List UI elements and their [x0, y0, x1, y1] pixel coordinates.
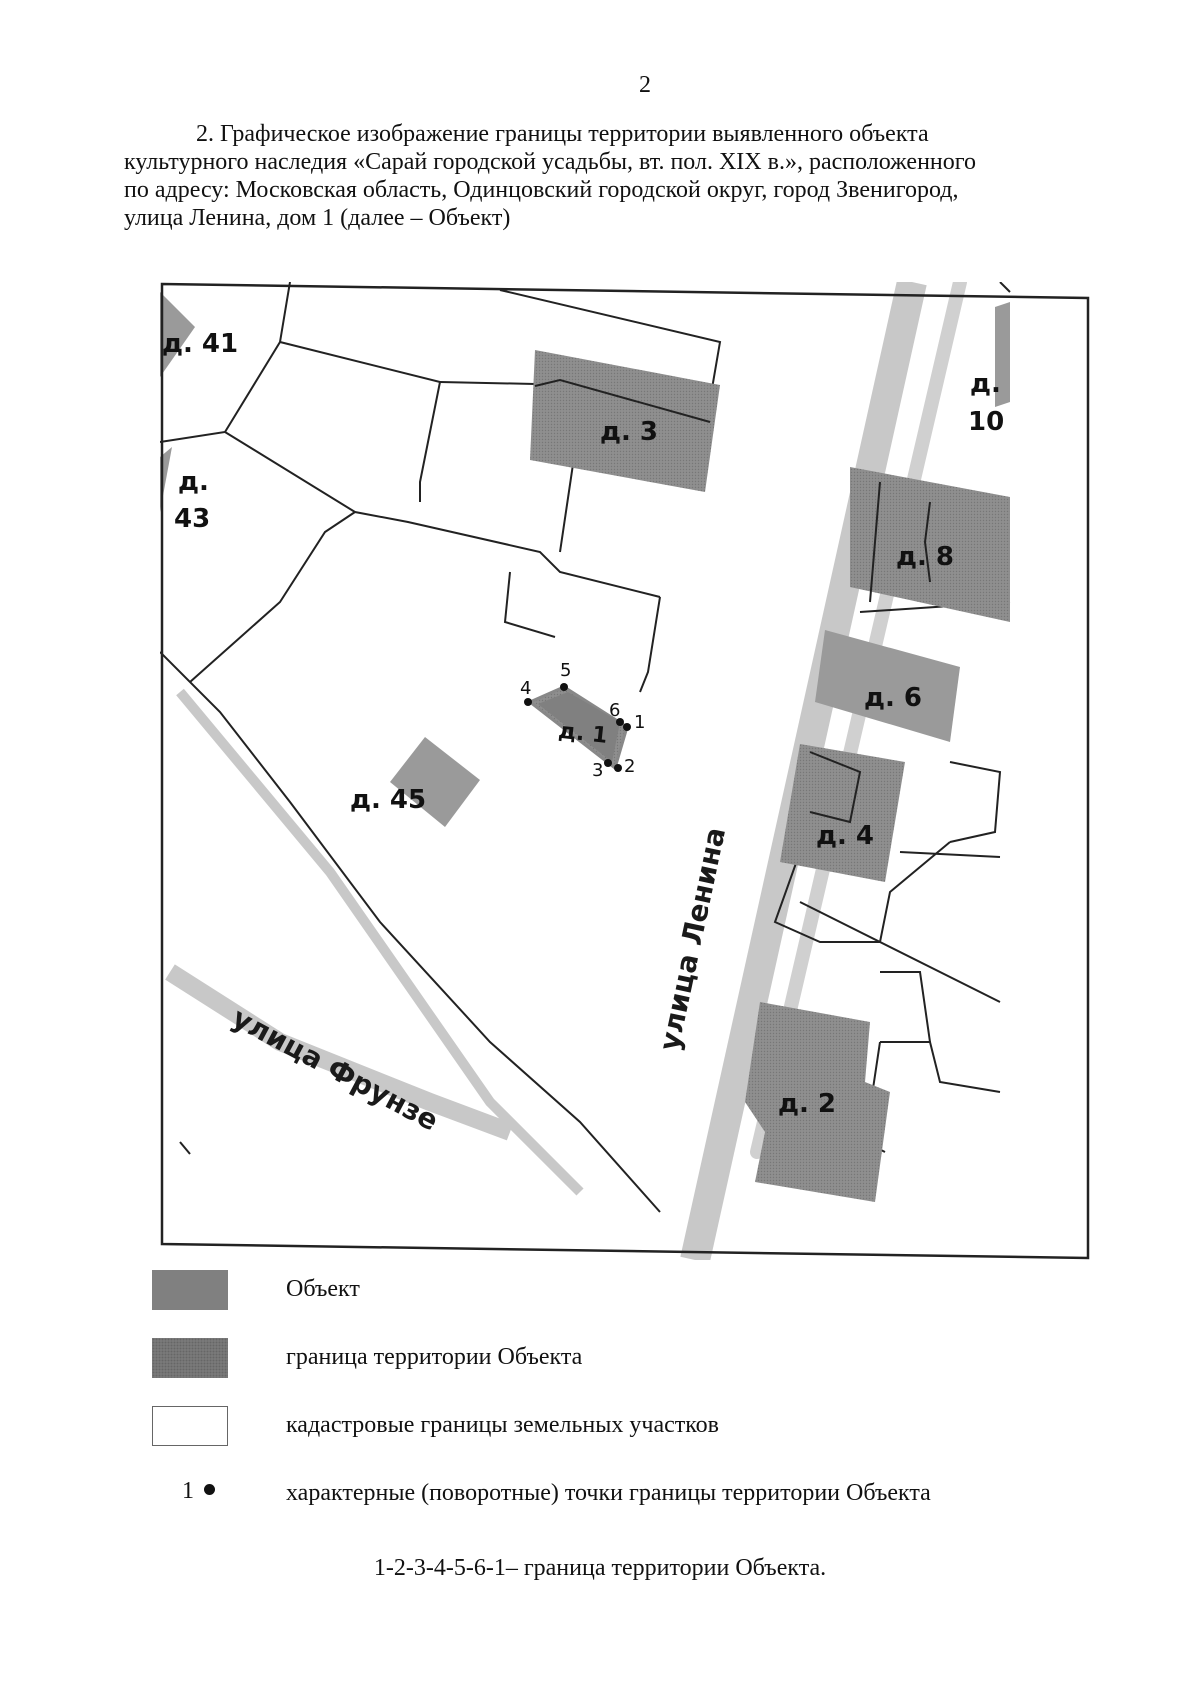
label-d41: д. 41: [162, 329, 238, 359]
cadastral-map: 1 2 3 4 5 6 д. 41 д. 43 д. 3 д. 10 д. 8 …: [160, 282, 1090, 1260]
parcel-line: [279, 341, 442, 502]
label-d45: д. 45: [350, 785, 426, 815]
parcel-line: [224, 431, 661, 598]
parcel-line: [503, 571, 556, 638]
parcel-line: [949, 761, 1002, 843]
label-d8: д. 8: [896, 542, 954, 572]
point-label-1: 1: [634, 712, 645, 733]
legend-label: граница территории Объекта: [286, 1344, 583, 1370]
boundary-point-4: [524, 698, 532, 706]
building-d41: [160, 292, 195, 377]
intro-line: улица Ленина, дом 1 (далее – Объект): [124, 205, 511, 231]
dot-icon: [204, 1484, 215, 1495]
legend-point-number: 1: [182, 1478, 194, 1504]
street-frunze-band: [165, 964, 514, 1141]
point-label-6: 6: [609, 700, 620, 721]
parcel-line: [160, 282, 291, 443]
street-frunze-upper-band: [176, 688, 584, 1196]
legend-item-points: 1 характерные (поворотные) точки границы…: [152, 1474, 1102, 1514]
building-d45: [390, 737, 480, 827]
legend-swatch-object: [152, 1270, 228, 1310]
parcel-line: [189, 511, 356, 683]
parcel-line: [639, 596, 661, 693]
legend-point-symbol: 1: [182, 1478, 215, 1505]
parcel-line: [534, 378, 711, 423]
boundary-points: [524, 683, 631, 772]
point-label-3: 3: [592, 760, 603, 781]
legend-label: кадастровые границы земельных участков: [286, 1412, 720, 1438]
label-d2: д. 2: [778, 1089, 836, 1119]
legend-label: Объект: [286, 1276, 360, 1302]
map-frame: [160, 282, 1090, 1260]
legend-swatch-territory: [152, 1338, 228, 1378]
parcel-line: [809, 751, 862, 824]
parcel-line: [179, 1141, 191, 1155]
object-building: [538, 692, 620, 762]
boundary-sequence: 1-2-3-4-5-6-1– граница территории Объект…: [373, 1555, 827, 1581]
parcel-line: [160, 651, 661, 1213]
label-d1: д. 1: [557, 719, 608, 749]
boundary-point-5: [560, 683, 568, 691]
page-number: 2: [639, 72, 651, 98]
legend-swatch-cadastral: [152, 1406, 228, 1446]
point-label-2: 2: [624, 756, 635, 777]
parcel-line: [880, 971, 931, 1043]
point-label-4: 4: [520, 678, 531, 699]
parcel-line: [869, 481, 931, 603]
label-d10-a: д.: [970, 369, 1001, 399]
intro-line: культурного наследия «Сарай городской ус…: [124, 149, 977, 175]
parcel-line: [799, 901, 1001, 1003]
building-d4: [780, 744, 905, 882]
label-d43-a: д.: [178, 467, 209, 497]
parcel-line: [773, 841, 951, 943]
parcel-line: [880, 1041, 1001, 1093]
street-lenina-band-2: [750, 282, 967, 1159]
point-label-5: 5: [560, 660, 571, 681]
label-d4: д. 4: [816, 821, 874, 851]
label-d6: д. 6: [864, 683, 922, 713]
boundary-point-3: [604, 759, 612, 767]
intro-paragraph: 2. Графическое изображение границы терри…: [124, 120, 1154, 232]
boundary-point-2: [614, 764, 622, 772]
label-d10-b: 10: [968, 407, 1004, 437]
map-svg: 1 2 3 4 5 6 д. 41 д. 43 д. 3 д. 10 д. 8 …: [160, 282, 1090, 1260]
intro-line: по адресу: Московская область, Одинцовск…: [124, 177, 959, 203]
building-d2: [745, 1002, 890, 1202]
parcel-line: [999, 282, 1011, 293]
legend-label: характерные (поворотные) точки границы т…: [286, 1480, 931, 1506]
building-d8: [850, 467, 1010, 622]
legend-item-territory: граница территории Объекта: [152, 1338, 1102, 1378]
boundary-point-1: [623, 723, 631, 731]
legend-item-cadastral: кадастровые границы земельных участков: [152, 1406, 1102, 1446]
building-d6: [815, 630, 960, 742]
label-d3: д. 3: [600, 417, 658, 447]
parcel-line: [899, 851, 1001, 858]
label-d43-b: 43: [174, 504, 210, 534]
building-d10: [995, 302, 1010, 407]
intro-line: 2. Графическое изображение границы терри…: [196, 121, 929, 147]
legend-item-object: Объект: [152, 1270, 1102, 1310]
boundary-point-6: [616, 718, 624, 726]
